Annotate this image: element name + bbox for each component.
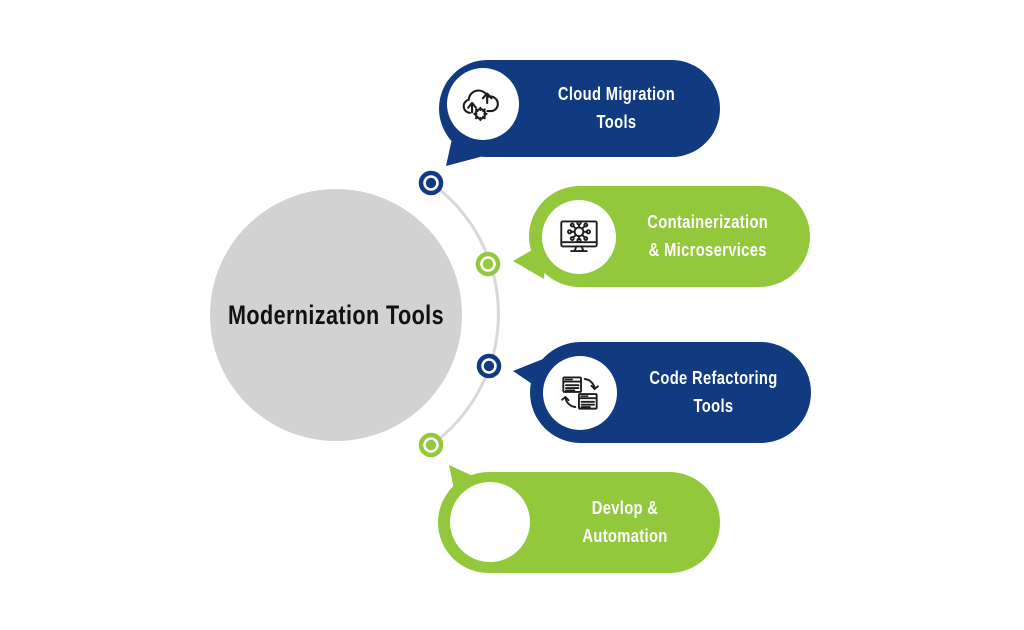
bubble-cloud-migration: Cloud Migration Tools: [439, 60, 720, 157]
bubble-label: Devlop & Automation: [536, 472, 714, 573]
code-refactoring-icon: [543, 356, 617, 430]
bubble-label: Code Refactoring Tools: [624, 342, 803, 443]
connector-dot-3: [476, 353, 502, 379]
central-circle: Modernization Tools: [210, 189, 462, 441]
cloud-migration-icon: [447, 68, 519, 140]
bubble-devlop-automation: Devlop & Automation: [438, 472, 720, 573]
connector-dot-1: [418, 170, 444, 196]
bubble-label: Containerization & Microservices: [617, 186, 798, 287]
containerization-microservices-icon: [542, 200, 616, 274]
bubble-label-text: Cloud Migration Tools: [557, 83, 676, 132]
bubble-label-text: Containerization & Microservices: [647, 211, 768, 260]
bubble-label-text: Code Refactoring Tools: [649, 367, 778, 416]
bubble-label-text: Devlop & Automation: [582, 497, 668, 546]
bubble-containerization-microservices: Containerization & Microservices: [529, 186, 810, 287]
connector-dot-2: [475, 251, 501, 277]
blank-badge: [450, 482, 530, 562]
diagram-title: Modernization Tools: [228, 299, 445, 330]
bubble-code-refactoring: Code Refactoring Tools: [530, 342, 811, 443]
bubble-label: Cloud Migration Tools: [527, 60, 706, 157]
connector-dot-4: [418, 432, 444, 458]
